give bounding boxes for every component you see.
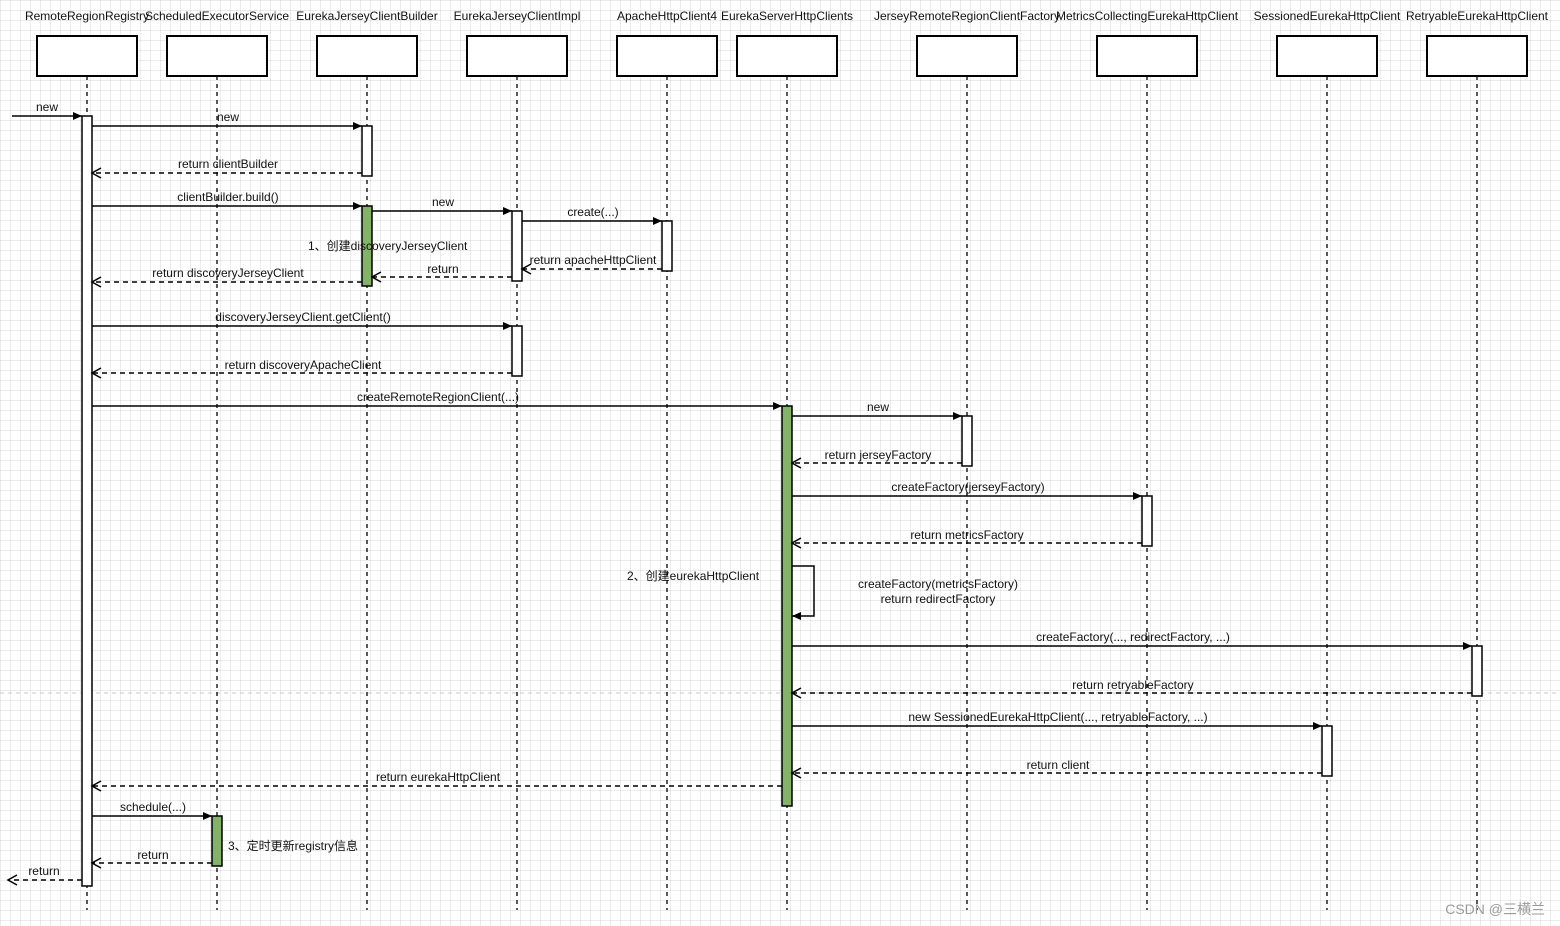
message-label: createFactory(..., redirectFactory, ...) (1036, 630, 1230, 644)
participant-label-EurekaServerHttpClients: EurekaServerHttpClients (721, 9, 853, 23)
message-4: new (372, 195, 512, 215)
message-label: return eurekaHttpClient (376, 770, 501, 784)
participant-label-EurekaJerseyClientBuilder: EurekaJerseyClientBuilder (296, 9, 437, 23)
participant-box-ApacheHttpClient4[interactable] (616, 35, 718, 77)
participant-label-JerseyRemoteRegionClientFactory: JerseyRemoteRegionClientFactory (874, 9, 1060, 23)
note-3: 3、定时更新registry信息 (228, 838, 358, 853)
participant-label-ApacheHttpClient4: ApacheHttpClient4 (617, 9, 717, 23)
message-label: createFactory(jerseyFactory) (891, 480, 1044, 494)
message-9: discoveryJerseyClient.getClient() (92, 310, 512, 330)
message-6: return apacheHttpClient (520, 253, 662, 275)
message-label: new (432, 195, 454, 209)
activation-MetricsCollectingEurekaHttpClient-8 (1141, 495, 1153, 547)
message-label-secondary: return redirectFactory (881, 592, 996, 606)
message-label: new (867, 400, 889, 414)
message-0: new (12, 100, 82, 120)
message-16: createFactory(metricsFactory)return redi… (792, 565, 1018, 620)
message-label: discoveryJerseyClient.getClient() (215, 310, 390, 324)
message-8: return discoveryJerseyClient (90, 266, 362, 288)
message-label: return metricsFactory (910, 528, 1023, 542)
participants: RemoteRegionRegistryScheduledExecutorSer… (25, 9, 1549, 910)
message-label: return discoveryApacheClient (225, 358, 382, 372)
participant-box-JerseyRemoteRegionClientFactory[interactable] (916, 35, 1018, 77)
participant-label-RetryableEurekaHttpClient: RetryableEurekaHttpClient (1406, 9, 1549, 23)
message-label: new SessionedEurekaHttpClient(..., retry… (908, 710, 1207, 724)
participant-box-SessionedEurekaHttpClient[interactable] (1276, 35, 1378, 77)
message-23: return (90, 848, 212, 869)
message-label: return retryableFactory (1072, 678, 1193, 692)
activation-ApacheHttpClient4-4 (661, 220, 673, 272)
message-label: create(...) (567, 205, 618, 219)
message-label: return (28, 864, 59, 878)
messages: new new return clientBuilder clientBuilder.… (6, 100, 1472, 886)
watermark: CSDN @三横兰 (1445, 901, 1545, 917)
message-arrow-self (792, 565, 815, 620)
participant-label-RemoteRegionRegistry: RemoteRegionRegistry (25, 9, 149, 23)
participant-box-RetryableEurekaHttpClient[interactable] (1426, 35, 1528, 77)
participant-label-ScheduledExecutorService: ScheduledExecutorService (145, 9, 289, 23)
message-11: createRemoteRegionClient(...) (92, 390, 782, 410)
message-20: return client (790, 758, 1322, 779)
note-1: 1、创建discoveryJerseyClient (308, 239, 468, 253)
message-label: return jerseyFactory (825, 448, 932, 462)
message-10: return discoveryApacheClient (90, 358, 512, 379)
message-1: new (92, 110, 362, 130)
message-15: return metricsFactory (790, 528, 1142, 549)
message-label: return apacheHttpClient (530, 253, 657, 267)
message-18: return retryableFactory (790, 678, 1472, 699)
participant-box-RemoteRegionRegistry[interactable] (36, 35, 138, 77)
activation-EurekaJerseyClientImpl-5 (511, 325, 523, 377)
message-17: createFactory(..., redirectFactory, ...) (792, 630, 1472, 650)
notes: 1、创建discoveryJerseyClient 2、创建eurekaHttpC… (228, 239, 760, 853)
participant-label-SessionedEurekaHttpClient: SessionedEurekaHttpClient (1254, 9, 1401, 23)
message-5: create(...) (522, 205, 662, 225)
message-label: clientBuilder.build() (177, 190, 278, 204)
message-label: return discoveryJerseyClient (152, 266, 304, 280)
activation-EurekaJerseyClientBuilder-2 (361, 205, 373, 287)
message-24: return (6, 864, 82, 886)
message-label: return (427, 262, 458, 276)
activation-EurekaJerseyClientBuilder-1 (361, 125, 373, 177)
activation-ScheduledExecutorService-11 (211, 815, 223, 867)
message-3: clientBuilder.build() (92, 190, 362, 210)
participant-box-EurekaJerseyClientImpl[interactable] (466, 35, 568, 77)
message-22: schedule(...) (92, 800, 212, 820)
message-label: schedule(...) (120, 800, 186, 814)
activations (81, 115, 1483, 887)
activation-JerseyRemoteRegionClientFactory-7 (961, 415, 973, 467)
message-label: return client (1027, 758, 1090, 772)
participant-label-MetricsCollectingEurekaHttpClient: MetricsCollectingEurekaHttpClient (1056, 9, 1239, 23)
activation-RetryableEurekaHttpClient-9 (1471, 645, 1483, 697)
note-2: 2、创建eurekaHttpClient (627, 569, 760, 583)
participant-box-EurekaJerseyClientBuilder[interactable] (316, 35, 418, 77)
message-label: return clientBuilder (178, 157, 278, 171)
message-19: new SessionedEurekaHttpClient(..., retry… (792, 710, 1322, 730)
message-label: new (217, 110, 239, 124)
participant-box-EurekaServerHttpClients[interactable] (736, 35, 838, 77)
activation-RemoteRegionRegistry-0 (81, 115, 93, 887)
message-13: return jerseyFactory (790, 448, 962, 469)
message-21: return eurekaHttpClient (90, 770, 782, 792)
message-7: return (370, 262, 512, 283)
message-label: new (36, 100, 58, 114)
message-label: return (137, 848, 168, 862)
message-12: new (792, 400, 962, 420)
message-2: return clientBuilder (90, 157, 362, 179)
message-label: createFactory(metricsFactory) (858, 577, 1018, 591)
message-14: createFactory(jerseyFactory) (792, 480, 1142, 500)
activation-SessionedEurekaHttpClient-10 (1321, 725, 1333, 777)
participant-box-MetricsCollectingEurekaHttpClient[interactable] (1096, 35, 1198, 77)
participant-label-EurekaJerseyClientImpl: EurekaJerseyClientImpl (454, 9, 581, 23)
message-label: createRemoteRegionClient(...) (357, 390, 519, 404)
participant-box-ScheduledExecutorService[interactable] (166, 35, 268, 77)
activation-EurekaJerseyClientImpl-3 (511, 210, 523, 282)
activation-EurekaServerHttpClients-6 (781, 405, 793, 807)
